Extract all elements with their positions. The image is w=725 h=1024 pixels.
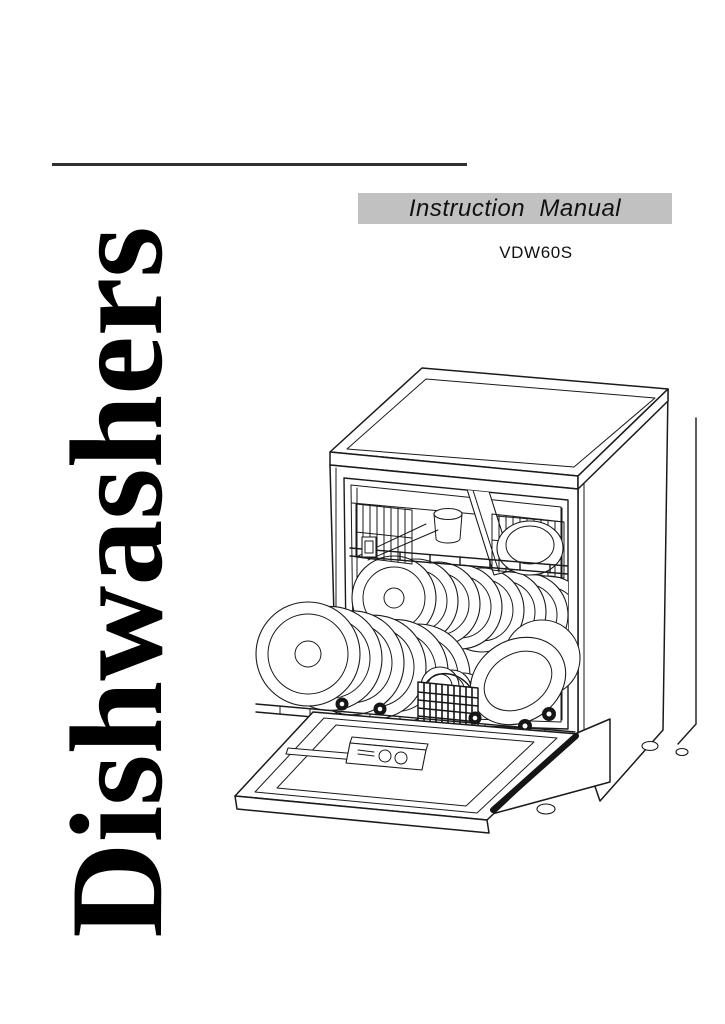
title-banner-label: Instruction Manual [408,194,622,222]
model-number: VDW60S [499,243,573,262]
door-hinge-strip [490,733,579,813]
right-foot [641,740,659,752]
lower-rack [255,601,581,741]
title-banner: Instruction Manual [358,193,672,224]
open-door [234,711,579,834]
door-edge [234,795,490,834]
front-right-foot [536,803,556,815]
left-bracket [361,536,377,558]
bowl [496,520,564,576]
rear-foot [675,747,689,757]
header-rule [52,163,467,166]
cabinet-back-edge [677,417,697,745]
detergent-dispenser [345,736,429,771]
upper-left-basket [355,503,439,565]
vertical-page-title: Dishwashers [43,226,190,938]
countertop-side-edge [577,388,669,490]
lower-plate-row [255,601,471,729]
cup [433,507,463,544]
dishwasher-line-drawing-icon [234,367,697,834]
